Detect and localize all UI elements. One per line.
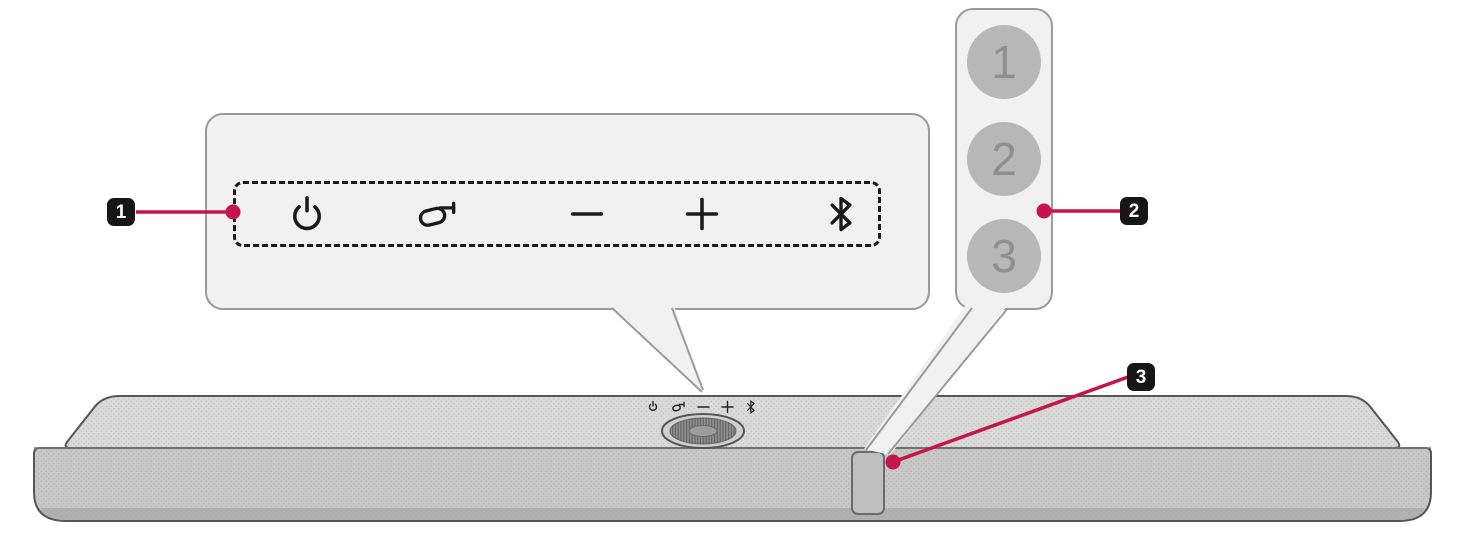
volume-knob (661, 413, 745, 449)
display-window (851, 451, 885, 515)
controls-callout (205, 113, 930, 310)
volume-down-icon (567, 194, 607, 234)
label-3-badge: 3 (1127, 363, 1155, 391)
indicator-3-label: 3 (991, 230, 1017, 282)
label-1-badge: 1 (107, 198, 135, 226)
label-1-text: 1 (115, 201, 127, 223)
top-power-icon (648, 400, 658, 411)
indicator-2: 2 (967, 122, 1041, 196)
top-function-icon (672, 401, 685, 412)
label-2-text: 2 (1128, 200, 1140, 222)
indicator-1: 1 (967, 25, 1041, 99)
top-panel-icons (648, 400, 755, 414)
indicator-1-label: 1 (991, 36, 1017, 88)
power-icon (287, 194, 327, 234)
bluetooth-icon (821, 194, 861, 234)
label-2-badge: 2 (1120, 197, 1148, 225)
indicator-2-label: 2 (991, 133, 1017, 185)
top-bluetooth-icon (746, 400, 755, 414)
soundbar-bottom-strip (40, 508, 1425, 520)
indicators-callout: 1 2 3 (955, 8, 1053, 310)
label-3-text: 3 (1135, 366, 1147, 388)
touch-controls-group (233, 181, 881, 247)
top-volume-up-icon (721, 400, 734, 414)
function-icon (417, 194, 457, 234)
indicator-3: 3 (967, 219, 1041, 293)
volume-up-icon (682, 194, 722, 234)
front-grille-texture (34, 448, 1431, 521)
